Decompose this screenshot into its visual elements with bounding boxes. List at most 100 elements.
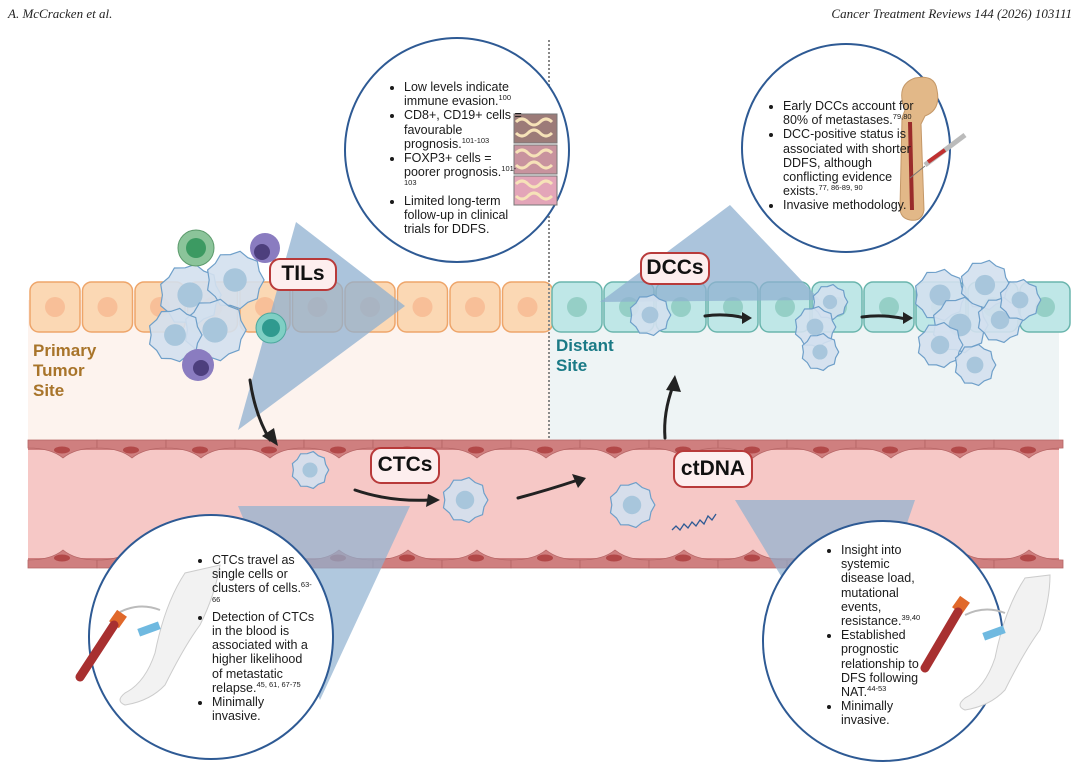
dccs-bullet: DCC-positive status is associated with s… bbox=[783, 127, 917, 198]
distant-site-label: Distant Site bbox=[556, 336, 614, 376]
migration-arrows bbox=[248, 313, 908, 502]
endothelial-nucleus bbox=[123, 446, 139, 454]
endothelial-nucleus bbox=[537, 554, 553, 562]
bullet-text: Invasive methodology. bbox=[783, 198, 907, 213]
cell-nucleus bbox=[255, 297, 275, 317]
cell-nucleus bbox=[465, 297, 485, 317]
ctcs-bullet: CTCs travel as single cells or clusters … bbox=[212, 553, 316, 610]
tils-callout-text: Low levels indicate immune evasion.100CD… bbox=[388, 80, 523, 236]
endothelial-nucleus bbox=[606, 554, 622, 562]
bullet-text: CD8+, CD19+ cells = favourable prognosis… bbox=[404, 108, 522, 151]
ctdna-bullet: Minimally invasive. bbox=[841, 699, 935, 727]
bullet-text: Minimally invasive. bbox=[212, 695, 265, 724]
ctcs-label: CTCs bbox=[370, 447, 440, 484]
tils-callout-circle bbox=[344, 37, 570, 263]
tumor-cell bbox=[954, 343, 997, 387]
citation-refs: 63-66 bbox=[212, 580, 312, 604]
ctdna-bullet: Insight into systemic disease load, muta… bbox=[841, 543, 935, 628]
arrow-heads bbox=[262, 312, 913, 507]
ctdna-bullet-list: Insight into systemic disease load, muta… bbox=[825, 543, 935, 728]
endothelial-nucleus bbox=[675, 554, 691, 562]
ctdna-bullet: Established prognostic relationship to D… bbox=[841, 628, 935, 699]
cell-nucleus bbox=[723, 297, 743, 317]
bullet-text: Low levels indicate immune evasion. bbox=[404, 80, 509, 109]
tumor-cell bbox=[148, 307, 203, 363]
bullet-text: Insight into systemic disease load, muta… bbox=[841, 543, 915, 629]
ctcs-bullet: Detection of CTCs in the blood is associ… bbox=[212, 610, 316, 695]
ctdna-label: ctDNA bbox=[673, 450, 753, 488]
endothelial-nucleus bbox=[1020, 446, 1036, 454]
primary-site-label-line: Tumor bbox=[33, 361, 85, 380]
vessel-wall-top bbox=[27, 439, 1064, 459]
distant-site-label-line: Site bbox=[556, 356, 588, 375]
endothelial-nucleus bbox=[330, 446, 346, 454]
endothelial-nucleus bbox=[192, 446, 208, 454]
dccs-callout-text: Early DCCs account for 80% of metastases… bbox=[767, 99, 917, 213]
tumor-cell bbox=[801, 332, 840, 372]
citation-refs: 79,80 bbox=[892, 112, 912, 122]
t-cell-teal bbox=[255, 312, 287, 344]
tumor-cell bbox=[960, 259, 1011, 311]
endothelial-nucleus bbox=[537, 446, 553, 454]
citation-refs: 44-53 bbox=[867, 683, 887, 693]
bullet-text: FOXP3+ cells = poorer prognosis. bbox=[404, 151, 502, 180]
primary-site-label-line: Primary bbox=[33, 341, 97, 360]
endothelial-nucleus bbox=[744, 554, 760, 562]
endothelial-nucleus bbox=[1020, 554, 1036, 562]
tils-callout-cone bbox=[238, 222, 405, 430]
bone-marrow-aspiration-icon bbox=[899, 76, 967, 221]
endothelial-nucleus bbox=[399, 554, 415, 562]
tumor-cell bbox=[999, 278, 1042, 322]
ctcs-bullet: Minimally invasive. bbox=[212, 695, 316, 723]
citation-refs: 45, 61, 67-75 bbox=[256, 679, 301, 689]
tumor-cell bbox=[206, 250, 265, 310]
cell-nucleus bbox=[775, 297, 795, 317]
blood-draw-arm-icon-ctdna bbox=[920, 574, 1051, 711]
dccs-bullet: Invasive methodology. bbox=[783, 198, 917, 212]
endothelial-nucleus bbox=[54, 446, 70, 454]
cell-nucleus bbox=[97, 297, 118, 317]
cell-nucleus bbox=[45, 297, 65, 317]
bullet-text: Limited long-term follow-up in clinical … bbox=[404, 193, 509, 237]
bullet-text: Minimally invasive. bbox=[841, 699, 894, 728]
histology-slides-icon bbox=[513, 113, 558, 206]
tumor-cell bbox=[629, 293, 672, 337]
ctdna-callout-text: Insight into systemic disease load, muta… bbox=[825, 543, 935, 728]
tils-bullet-list: Low levels indicate immune evasion.100CD… bbox=[388, 80, 523, 236]
running-header-journal: Cancer Treatment Reviews 144 (2026) 1031… bbox=[831, 6, 1072, 21]
dccs-bullet: Early DCCs account for 80% of metastases… bbox=[783, 99, 917, 127]
citation-refs: 100 bbox=[498, 93, 512, 103]
cell-nucleus bbox=[517, 297, 538, 317]
primary-site-label: Primary Tumor Site bbox=[33, 341, 96, 401]
cell-nucleus bbox=[879, 297, 899, 317]
endothelial-nucleus bbox=[54, 554, 70, 562]
tils-bullet: Limited long-term follow-up in clinical … bbox=[404, 194, 523, 237]
tumor-cell bbox=[442, 476, 489, 524]
tumor-cell bbox=[291, 450, 330, 490]
citation-refs: 101-103 bbox=[461, 135, 490, 145]
running-header-authors: A. McCracken et al. bbox=[8, 6, 113, 21]
tils-label: TILs bbox=[269, 258, 337, 291]
tils-bullet: CD8+, CD19+ cells = favourable prognosis… bbox=[404, 108, 523, 151]
dccs-bullet-list: Early DCCs account for 80% of metastases… bbox=[767, 99, 917, 213]
tumor-cell bbox=[185, 298, 247, 362]
distant-site-label-line: Distant bbox=[556, 336, 614, 355]
dendritic-cell-bottom bbox=[182, 349, 214, 381]
bullet-text: Early DCCs account for 80% of metastases… bbox=[783, 99, 914, 128]
citation-refs: 77, 86-89, 90 bbox=[818, 183, 863, 193]
bullet-text: Established prognostic relationship to D… bbox=[841, 628, 919, 700]
bullet-text: CTCs travel as single cells or clusters … bbox=[212, 553, 301, 596]
endothelial-nucleus bbox=[951, 446, 967, 454]
dccs-label: DCCs bbox=[640, 252, 710, 285]
ctcs-callout-text: CTCs travel as single cells or clusters … bbox=[196, 553, 316, 723]
t-cell-green bbox=[177, 229, 215, 267]
citation-refs: 101-103 bbox=[404, 164, 517, 188]
blood-draw-arm-icon-ctcs bbox=[75, 564, 221, 706]
bullet-text: DCC-positive status is associated with s… bbox=[783, 127, 911, 199]
citation-refs: 39,40 bbox=[901, 612, 921, 622]
tumor-cell bbox=[609, 481, 656, 529]
ctcs-bullet-list: CTCs travel as single cells or clusters … bbox=[196, 553, 316, 723]
primary-site-label-line: Site bbox=[33, 381, 65, 400]
ctcs-callout-circle bbox=[88, 514, 334, 760]
